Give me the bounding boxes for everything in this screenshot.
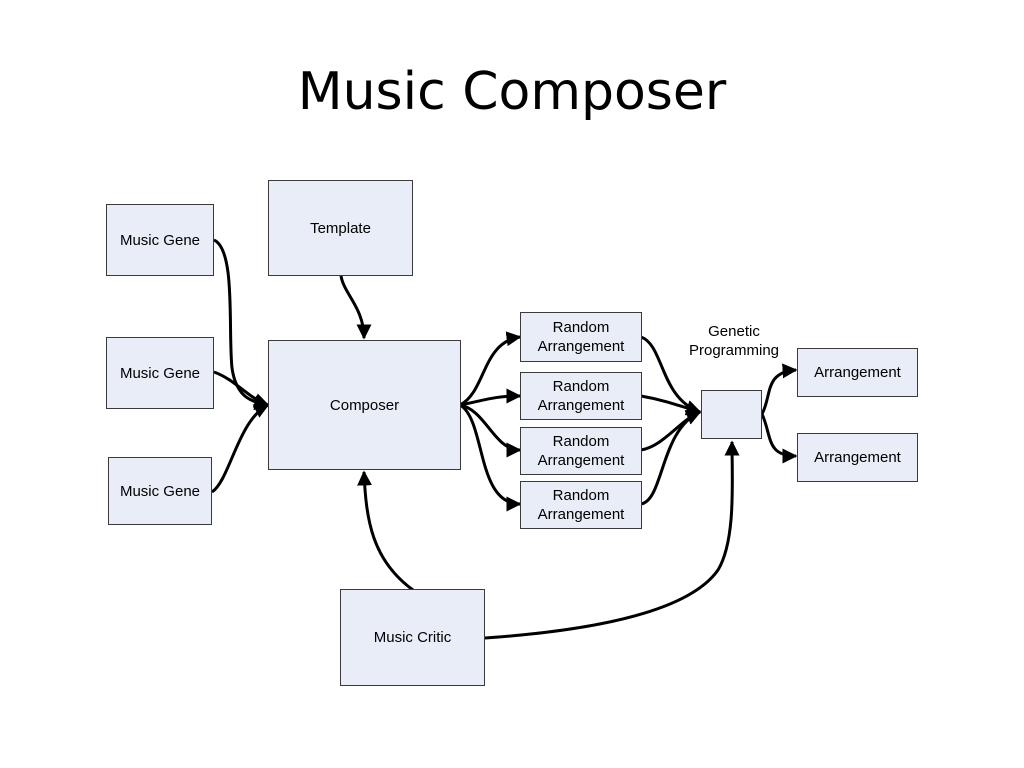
arrow-genetic-arrangement2 [760, 413, 798, 464]
genetic-label-line2: Programming [688, 342, 780, 359]
random-arrangement-box: Random Arrangement [520, 481, 642, 529]
music-gene-box: Music Gene [108, 457, 212, 525]
arrow-critic-genetic [484, 440, 740, 640]
music-critic-box: Music Critic [340, 589, 485, 686]
arrow-composer-random4 [459, 403, 522, 512]
arrow-critic-composer [357, 470, 414, 592]
random-arrangement-label-line1: Random [552, 319, 610, 336]
arrangement-label: Arrangement [814, 364, 901, 381]
random-arrangement-label-line2: Arrangement [537, 506, 625, 523]
arrow-genetic-arrangement1 [760, 363, 798, 415]
random-arrangement-label-line1: Random [552, 433, 610, 450]
music-gene-box: Music Gene [106, 204, 214, 276]
arrow-composer-random2 [459, 388, 522, 407]
composer-label: Composer [329, 396, 400, 414]
music-gene-label: Music Gene [119, 482, 201, 500]
music-gene-label: Music Gene [119, 231, 201, 249]
arrow-composer-random3 [459, 403, 522, 458]
arrow-random2-genetic [640, 394, 702, 416]
arrow-composer-random1 [459, 331, 522, 407]
arrow-gene1-composer [213, 238, 270, 411]
arrangement-box: Arrangement [797, 433, 918, 482]
template-box: Template [268, 180, 413, 276]
music-critic-label: Music Critic [373, 629, 452, 646]
arrow-gene2-composer [213, 370, 270, 408]
arrangement-box: Arrangement [797, 348, 918, 397]
arrow-template-composer [339, 275, 372, 340]
random-arrangement-label-line1: Random [552, 487, 610, 504]
genetic-programming-label: Genetic Programming [674, 322, 794, 360]
random-arrangement-box: Random Arrangement [520, 312, 642, 362]
random-arrangement-label-line2: Arrangement [537, 397, 625, 414]
page-title: Music Composer [297, 62, 727, 122]
random-arrangement-label-line1: Random [552, 378, 610, 395]
music-gene-label: Music Gene [119, 364, 201, 382]
music-gene-box: Music Gene [106, 337, 214, 409]
template-label: Template [310, 220, 371, 237]
composer-box: Composer [268, 340, 461, 470]
genetic-label-line1: Genetic [708, 323, 760, 340]
genetic-programming-box [701, 390, 762, 439]
arrangement-label: Arrangement [814, 449, 901, 466]
random-arrangement-box: Random Arrangement [520, 427, 642, 475]
random-arrangement-label-line2: Arrangement [537, 338, 625, 355]
arrow-random4-genetic [640, 410, 702, 506]
random-arrangement-label-line2: Arrangement [537, 452, 625, 469]
random-arrangement-box: Random Arrangement [520, 372, 642, 420]
arrow-gene3-composer [211, 403, 270, 494]
